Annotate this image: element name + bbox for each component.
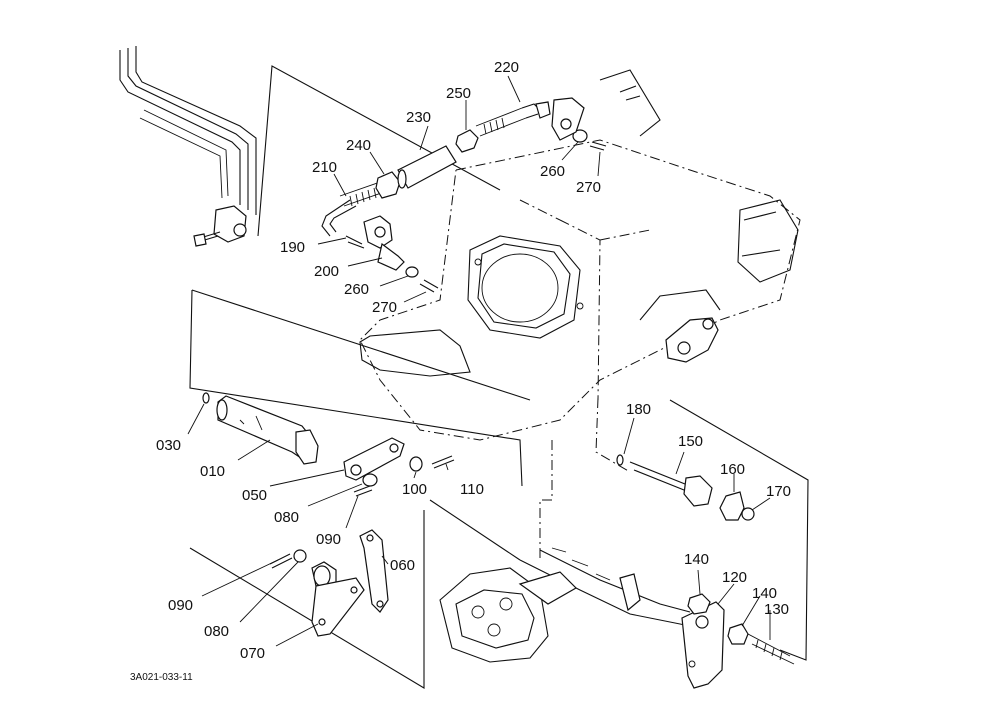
callout-270-upper: 270: [576, 179, 601, 196]
callout-270-lower: 270: [372, 299, 397, 316]
lower-left-shaft-assembly: [202, 392, 455, 637]
callout-240: 240: [346, 137, 371, 154]
callout-190: 190: [280, 239, 305, 256]
callout-080-lower: 080: [204, 623, 229, 640]
callout-110: 110: [460, 481, 484, 498]
callout-160: 160: [720, 461, 745, 478]
upper-rod-assembly: [321, 97, 607, 293]
callout-120: 120: [722, 569, 747, 586]
leader-lines: [189, 65, 809, 689]
callout-labels: 220 250 230 240 210 260 270 190 200 260 …: [156, 59, 791, 662]
callout-150: 150: [678, 433, 703, 450]
callout-080-upper: 080: [274, 509, 299, 526]
callout-060: 060: [390, 557, 415, 574]
callout-180: 180: [626, 401, 651, 418]
control-valve-assembly: [439, 547, 795, 689]
callout-140-upper: 140: [684, 551, 709, 568]
callout-030: 030: [156, 437, 181, 454]
right-shaft-assembly: [616, 454, 755, 521]
callout-260-upper: 260: [540, 163, 565, 180]
callout-170: 170: [766, 483, 791, 500]
callout-230: 230: [406, 109, 431, 126]
callout-090-upper: 090: [316, 531, 341, 548]
callout-200: 200: [314, 263, 339, 280]
callout-050: 050: [242, 487, 267, 504]
left-control-frame: [119, 46, 257, 247]
callout-010: 010: [200, 463, 225, 480]
callout-070: 070: [240, 645, 265, 662]
callout-090-lower: 090: [168, 597, 193, 614]
callout-250: 250: [446, 85, 471, 102]
callout-220: 220: [494, 59, 519, 76]
callout-130: 130: [764, 601, 789, 618]
callout-260-lower: 260: [344, 281, 369, 298]
callout-140-lower: 140: [752, 585, 777, 602]
callout-leaders: [187, 75, 771, 647]
transmission-housing: [359, 69, 801, 441]
drawing-code: 3A021-033-11: [130, 672, 193, 683]
callout-210: 210: [312, 159, 337, 176]
callout-100: 100: [402, 481, 427, 498]
